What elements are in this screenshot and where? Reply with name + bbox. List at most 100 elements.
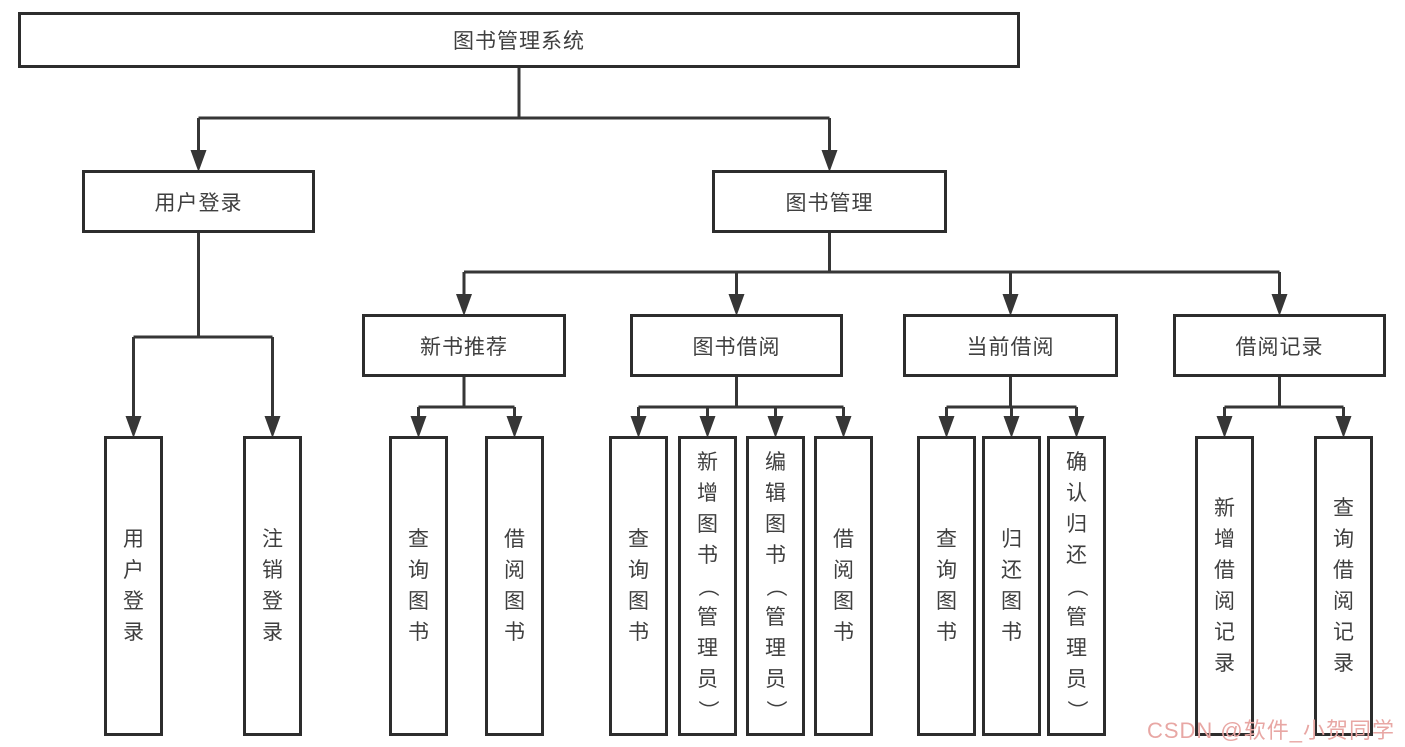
- vertical-char: 书: [833, 621, 854, 644]
- node-leaf-edit-books-admin: 编辑图书（管理员）: [746, 436, 805, 736]
- arrowhead: [456, 294, 472, 316]
- vertical-char: 管: [765, 605, 786, 629]
- arrowhead: [1216, 416, 1233, 438]
- arrowhead: [767, 416, 784, 438]
- arrowhead: [506, 416, 523, 438]
- vertical-char: （: [1065, 575, 1088, 597]
- vertical-char: 借: [833, 528, 854, 551]
- node-borrowing-records: 借阅记录: [1173, 314, 1386, 377]
- vertical-char: 书: [936, 621, 957, 644]
- vertical-char: 还: [1066, 543, 1087, 567]
- arrowhead: [410, 416, 427, 438]
- node-leaf-query-borrow-record: 查询借阅记录: [1314, 436, 1373, 736]
- connector-book-management-to-level3: [462, 233, 1281, 296]
- node-label: 图书管理: [785, 191, 874, 215]
- arrowhead: [938, 416, 955, 438]
- arrowhead: [835, 416, 852, 438]
- arrowhead: [630, 416, 647, 438]
- vertical-char: ）: [696, 699, 719, 721]
- vertical-char: 询: [628, 559, 649, 582]
- vertical-char: 图: [936, 590, 957, 613]
- arrowhead: [1002, 294, 1019, 316]
- vertical-char: 阅: [833, 559, 854, 582]
- vertical-char: 管: [697, 605, 718, 629]
- vertical-char: 还: [1001, 559, 1022, 582]
- node-book-management: 图书管理: [712, 170, 947, 233]
- vertical-char: 查: [628, 528, 649, 551]
- vertical-char: 查: [408, 528, 429, 551]
- node-label: 新书推荐: [420, 335, 508, 359]
- vertical-char: 增: [697, 481, 718, 505]
- node-leaf-logout: 注销登录: [243, 436, 302, 736]
- node-label: 用户登录: [154, 191, 243, 215]
- vertical-char: 注: [262, 528, 283, 551]
- node-library-management-system: 图书管理系统: [18, 12, 1020, 68]
- vertical-char: 录: [1333, 652, 1354, 675]
- vertical-char: 理: [697, 636, 718, 660]
- vertical-char: 图: [1001, 590, 1022, 613]
- vertical-char: 登: [123, 590, 144, 613]
- vertical-char: 图: [833, 590, 854, 613]
- connector-book-borrowing-to-leaves: [637, 377, 845, 420]
- vertical-char: （: [764, 575, 787, 597]
- node-label: 当前借阅: [966, 335, 1055, 359]
- node-leaf-borrow-books: 借阅图书: [814, 436, 873, 736]
- connector-new-book-recommendation-to-leaves: [417, 377, 516, 420]
- vertical-char: 新: [1214, 497, 1235, 520]
- vertical-char: 新: [697, 450, 718, 474]
- arrowhead: [125, 416, 142, 438]
- vertical-char: （: [696, 575, 719, 597]
- vertical-char: 录: [262, 621, 283, 644]
- arrowhead: [699, 416, 716, 438]
- node-label: 借阅记录: [1235, 335, 1324, 359]
- node-label: 图书借阅: [692, 335, 781, 359]
- connector-user-login-to-leaves: [132, 233, 274, 420]
- node-leaf-borrow-books-recommend: 借阅图书: [485, 436, 544, 736]
- node-leaf-query-books-current: 查询图书: [917, 436, 976, 736]
- vertical-char: 图: [628, 590, 649, 613]
- node-leaf-query-books-recommend: 查询图书: [389, 436, 448, 736]
- arrowheads: [125, 150, 1352, 438]
- vertical-char: 借: [1333, 559, 1354, 582]
- vertical-char: 询: [408, 559, 429, 582]
- node-leaf-confirm-return-admin: 确认归还（管理员）: [1047, 436, 1106, 736]
- connector-current-borrowing-to-leaves: [945, 377, 1078, 420]
- vertical-char: ）: [1065, 699, 1088, 721]
- node-leaf-user-login: 用户登录: [104, 436, 163, 736]
- vertical-char: 阅: [1333, 590, 1354, 613]
- node-book-borrowing: 图书借阅: [630, 314, 843, 377]
- vertical-char: 书: [1001, 621, 1022, 644]
- vertical-char: 记: [1333, 621, 1354, 644]
- vertical-char: 编: [765, 450, 786, 474]
- arrowhead: [821, 150, 838, 172]
- vertical-char: 辑: [765, 481, 786, 505]
- vertical-char: 阅: [504, 559, 525, 582]
- vertical-char: 书: [504, 621, 525, 644]
- arrowhead: [264, 416, 281, 438]
- node-user-login: 用户登录: [82, 170, 315, 233]
- vertical-char: 书: [697, 543, 718, 567]
- vertical-char: 图: [697, 512, 718, 536]
- node-label: 图书管理系统: [453, 30, 585, 53]
- vertical-char: 户: [123, 559, 144, 582]
- vertical-char: 归: [1001, 528, 1022, 551]
- watermark: CSDN @软件_小贺同学: [1146, 718, 1395, 743]
- connector-borrowing-records-to-leaves: [1223, 377, 1345, 420]
- vertical-char: 书: [765, 543, 786, 567]
- vertical-char: 理: [1066, 636, 1087, 660]
- vertical-char: 员: [697, 667, 718, 691]
- arrowhead: [1068, 416, 1085, 438]
- arrowhead: [1271, 294, 1288, 316]
- vertical-char: 销: [262, 559, 283, 582]
- vertical-char: 归: [1066, 512, 1087, 536]
- node-leaf-return-books: 归还图书: [982, 436, 1041, 736]
- node-new-book-recommendation: 新书推荐: [362, 314, 566, 377]
- arrowhead: [1003, 416, 1020, 438]
- node-leaf-add-borrow-record: 新增借阅记录: [1195, 436, 1254, 736]
- vertical-char: ）: [764, 699, 787, 721]
- connector-root-to-level2: [197, 68, 831, 152]
- vertical-char: 阅: [1214, 590, 1235, 613]
- vertical-char: 登: [262, 590, 283, 613]
